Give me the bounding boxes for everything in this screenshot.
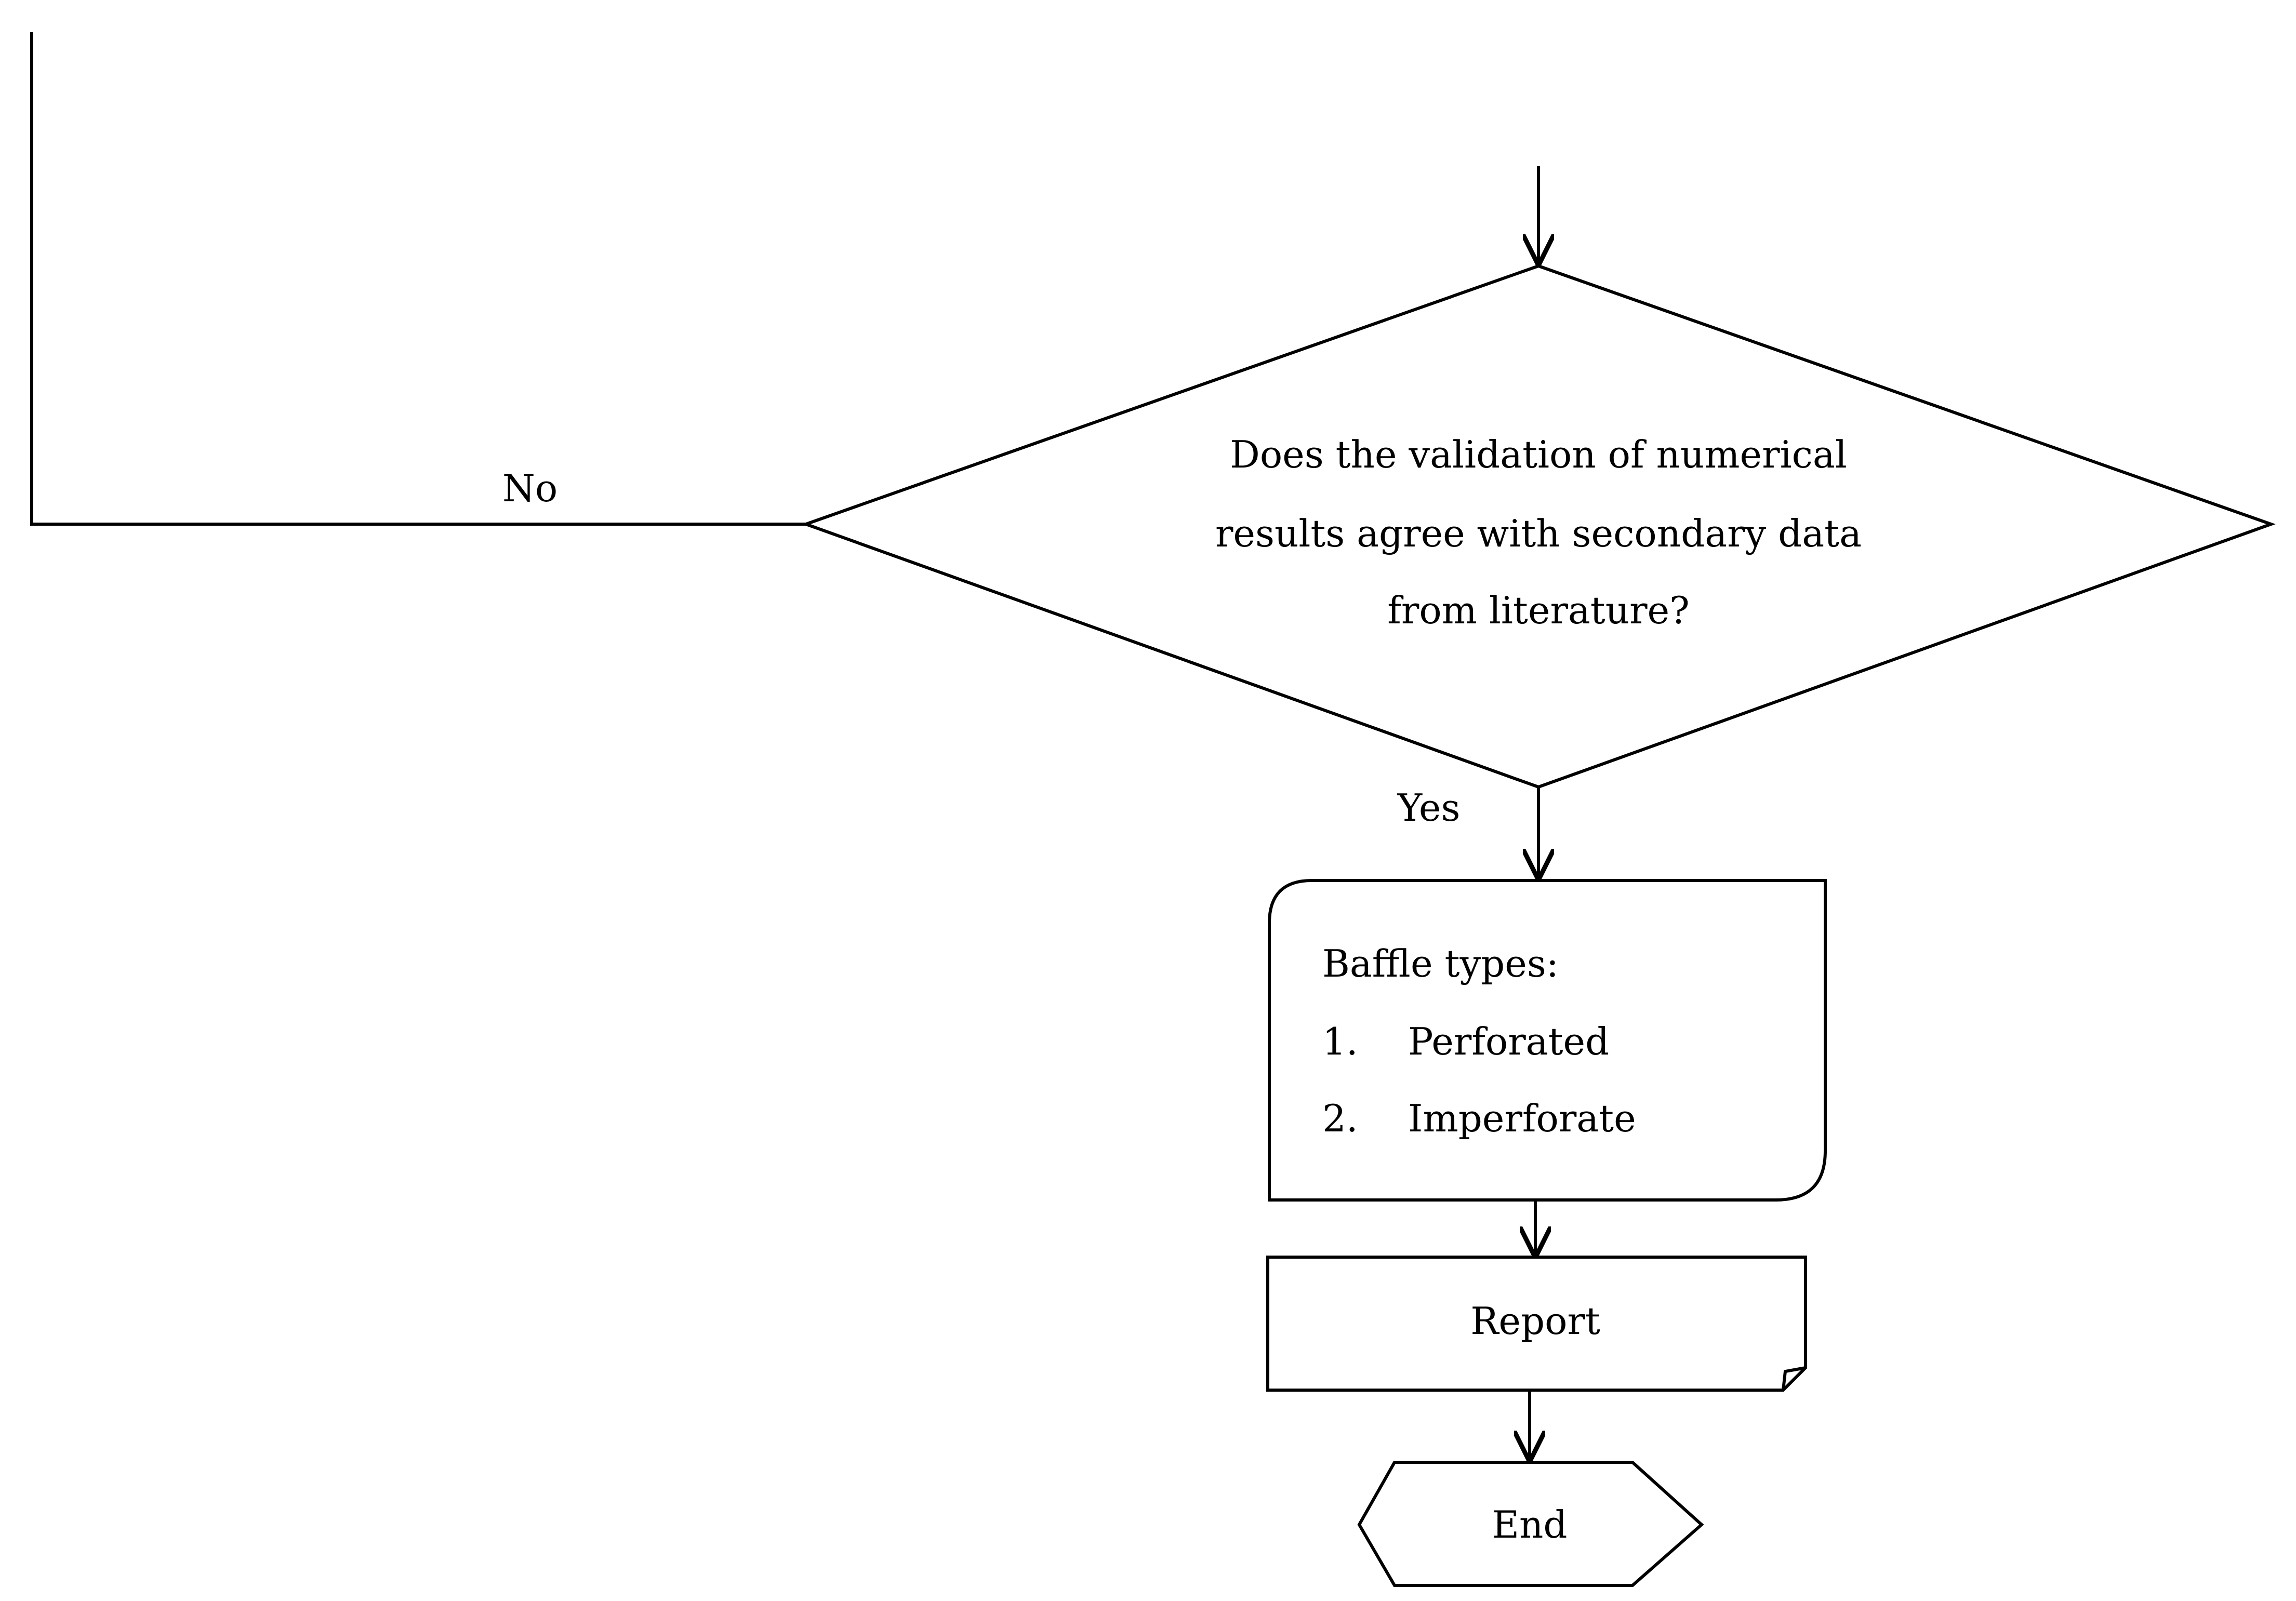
decision-diamond: Does the validation of numerical results… — [801, 264, 2276, 789]
decision-question-line-1: Does the validation of numerical — [1230, 433, 1847, 476]
baffle-types-heading: Baffle types: — [1322, 942, 1559, 985]
no-branch-connector — [30, 32, 806, 526]
baffle-item-1-number: 1. — [1322, 1020, 1358, 1063]
baffle-types-box: Baffle types: 1. Perforated 2. Imperfora… — [1268, 879, 1827, 1202]
report-label: Report — [1470, 1299, 1600, 1343]
baffle-item-1-text: Perforated — [1408, 1020, 1609, 1063]
decision-question-line-2: results agree with secondary data — [1215, 512, 1862, 555]
decision-question-line-3: from literature? — [1387, 589, 1689, 632]
end-terminal: End — [1357, 1461, 1704, 1587]
end-label: End — [1492, 1503, 1567, 1546]
yes-branch-label: Yes — [1397, 786, 1461, 830]
baffle-item-2-number: 2. — [1322, 1097, 1358, 1140]
no-branch-label: No — [502, 466, 558, 510]
baffle-item-2-text: Imperforate — [1408, 1097, 1636, 1140]
report-box: Report — [1266, 1256, 1807, 1392]
